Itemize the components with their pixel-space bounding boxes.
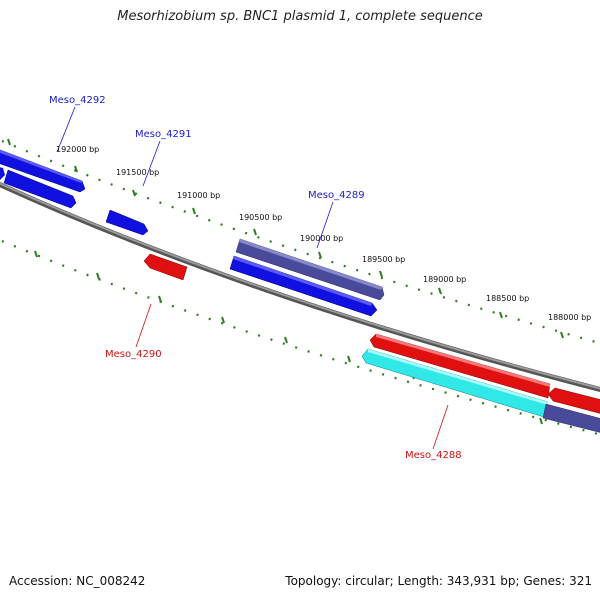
map-title: Mesorhizobium sp. BNC1 plasmid 1, comple… (117, 9, 483, 24)
gene-meso-4292-shadow (0, 149, 82, 183)
gene-labels: Meso_4292 Meso_4291 Meso_4289 Meso_4290 … (49, 95, 462, 461)
leader-line (135, 303, 152, 348)
leader-line (56, 106, 76, 153)
leader-line (432, 404, 449, 450)
gene-label-meso-4292[interactable]: Meso_4292 (49, 95, 106, 106)
scale-label: 188000 bp (548, 313, 591, 322)
scale-label: 192000 bp (56, 145, 99, 154)
topology-summary: Topology: circular; Length: 343,931 bp; … (285, 574, 592, 588)
gene-reverse-long-highlight (376, 334, 550, 387)
gene-forward-long-highlight (233, 256, 372, 306)
scale-label: 189500 bp (362, 255, 405, 264)
accession-text: Accession: NC_008242 (9, 574, 146, 588)
gene-label-meso-4288[interactable]: Meso_4288 (405, 450, 462, 461)
scale-label: 189000 bp (423, 275, 466, 284)
gene-label-meso-4291[interactable]: Meso_4291 (135, 129, 192, 140)
gene-meso-4288-highlight (368, 349, 548, 405)
gene-small-forward[interactable] (105, 209, 149, 236)
scale-label: 191000 bp (177, 191, 220, 200)
gene-meso-4290[interactable] (143, 253, 188, 281)
gene-label-meso-4289[interactable]: Meso_4289 (308, 190, 365, 201)
gene-reverse-right[interactable] (547, 387, 600, 416)
gene-meso-4291[interactable] (3, 169, 77, 209)
scale-label: 188500 bp (486, 294, 529, 303)
gene-meso-4289-highlight (239, 239, 382, 290)
scale-label: 190000 bp (300, 234, 343, 243)
gene-forward-long[interactable] (229, 255, 378, 317)
gene-meso-4288[interactable] (361, 348, 549, 418)
scale-label: 191500 bp (116, 168, 159, 177)
gene-label-meso-4290[interactable]: Meso_4290 (105, 349, 162, 360)
gene-purple-right[interactable] (542, 403, 600, 435)
gene-reverse-long[interactable] (369, 333, 551, 399)
gene-meso-4289[interactable] (235, 238, 385, 301)
plasmid-backbone-highlight (0, 182, 600, 390)
leader-line (316, 201, 334, 249)
scale-labels: 192000 bp 191500 bp 191000 bp 190500 bp … (56, 145, 591, 322)
leader-line (142, 140, 161, 187)
gene-fragment-left[interactable] (0, 166, 5, 180)
outer-major-ticks (7, 138, 564, 339)
scale-label: 190500 bp (239, 213, 282, 222)
